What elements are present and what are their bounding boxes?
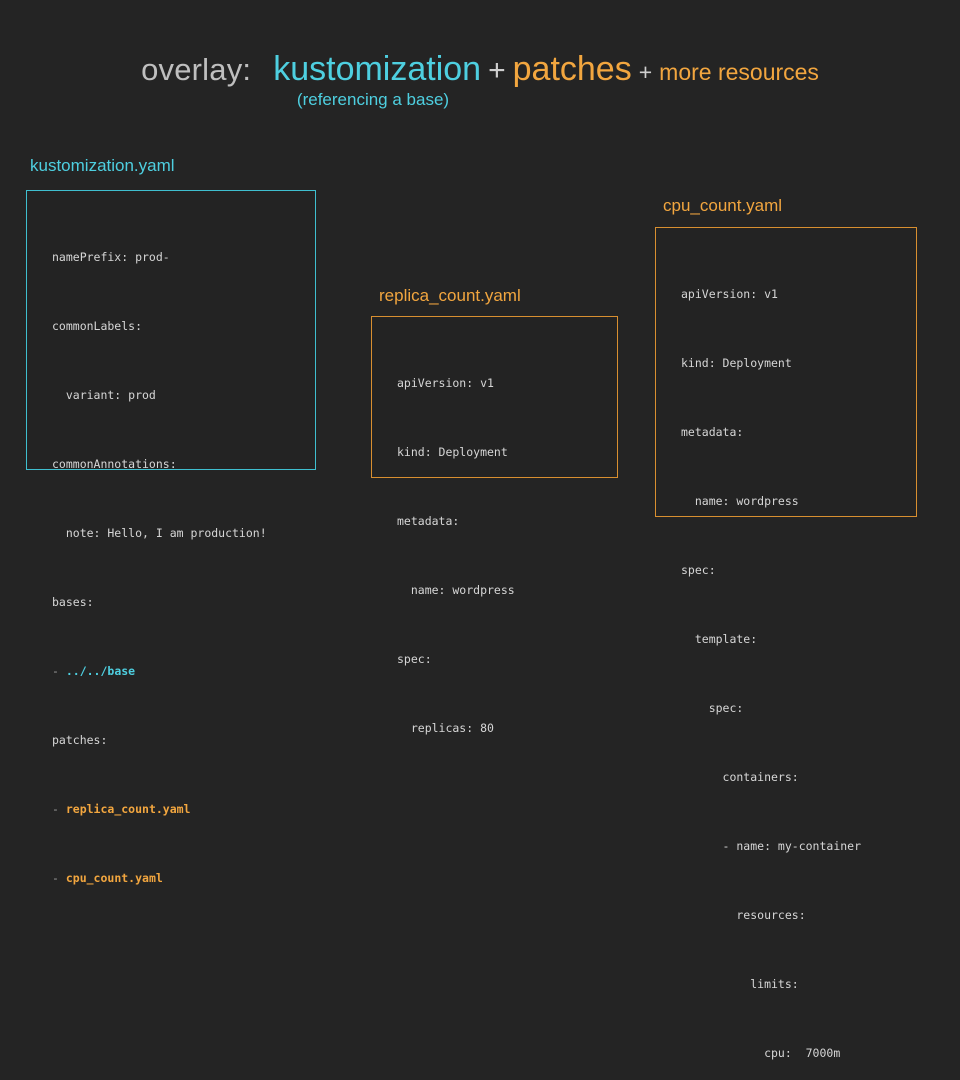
code-line: - cpu_count.yaml bbox=[52, 867, 315, 890]
code-text: variant: prod bbox=[52, 388, 156, 402]
code-body-cpu-count: apiVersion: v1 kind: Deployment metadata… bbox=[656, 228, 916, 1080]
code-text: metadata: bbox=[681, 425, 744, 439]
code-line: cpu: 7000m bbox=[681, 1042, 916, 1065]
code-line: kind: Deployment bbox=[397, 441, 617, 464]
code-box-kustomization: namePrefix: prod- commonLabels: variant:… bbox=[26, 190, 316, 885]
code-line: - ../../base bbox=[52, 660, 315, 683]
code-text: spec: bbox=[681, 701, 744, 715]
code-text: apiVersion: v1 bbox=[397, 376, 494, 390]
code-text: patches: bbox=[52, 733, 108, 747]
title-plus-first: + bbox=[488, 54, 506, 87]
title-term-kustomization: kustomization bbox=[273, 50, 482, 88]
code-text: replicas: 80 bbox=[397, 721, 494, 735]
code-line: apiVersion: v1 bbox=[681, 283, 916, 306]
code-list-dash: - bbox=[52, 802, 66, 816]
code-text: kind: Deployment bbox=[397, 445, 508, 459]
code-line: spec: bbox=[397, 648, 617, 671]
code-line: note: Hello, I am production! bbox=[52, 522, 315, 545]
code-text: metadata: bbox=[397, 514, 460, 528]
code-line: spec: bbox=[681, 559, 916, 582]
title-plus-second: + bbox=[638, 59, 653, 85]
code-line: metadata: bbox=[397, 510, 617, 533]
code-line: name: wordpress bbox=[397, 579, 617, 602]
code-line: resources: bbox=[681, 904, 916, 927]
slide-title: overlay:kustomization+patches+more resou… bbox=[0, 52, 960, 86]
code-text: bases: bbox=[52, 595, 94, 609]
code-text: apiVersion: v1 bbox=[681, 287, 778, 301]
card-label-cpu-count: cpu_count.yaml bbox=[663, 196, 783, 215]
code-line: variant: prod bbox=[52, 384, 315, 407]
code-box-replica-count: apiVersion: v1 kind: Deployment metadata… bbox=[371, 316, 618, 735]
code-text-highlight: ../../base bbox=[65, 664, 136, 678]
title-prefix: overlay: bbox=[141, 52, 252, 87]
title-term-patches: patches bbox=[512, 50, 632, 88]
code-text: kind: Deployment bbox=[681, 356, 792, 370]
code-line: - name: my-container bbox=[681, 835, 916, 858]
code-box-cpu-count: apiVersion: v1 kind: Deployment metadata… bbox=[655, 227, 917, 1060]
code-text: commonLabels: bbox=[52, 319, 143, 333]
code-list-dash: - bbox=[52, 664, 66, 678]
code-line: namePrefix: prod- bbox=[52, 246, 315, 269]
code-line: kind: Deployment bbox=[681, 352, 916, 375]
code-text: containers: bbox=[681, 770, 799, 784]
code-line: commonLabels: bbox=[52, 315, 315, 338]
code-line: template: bbox=[681, 628, 916, 651]
code-list-dash: - bbox=[52, 871, 66, 885]
slide-subtitle-text: (referencing a base) bbox=[296, 90, 450, 109]
title-term-more-resources: more resources bbox=[659, 59, 819, 85]
code-text: template: bbox=[681, 632, 758, 646]
code-line: containers: bbox=[681, 766, 916, 789]
card-label-replica-count: replica_count.yaml bbox=[379, 286, 521, 305]
code-text-highlight: replica_count.yaml bbox=[65, 802, 191, 816]
code-line: metadata: bbox=[681, 421, 916, 444]
code-line: limits: bbox=[681, 973, 916, 996]
code-text-highlight: cpu_count.yaml bbox=[65, 871, 163, 885]
code-line: apiVersion: v1 bbox=[397, 372, 617, 395]
code-text: spec: bbox=[397, 652, 432, 666]
slide-subtitle: (referencing a base) bbox=[0, 90, 960, 110]
code-text: - name: my-container bbox=[681, 839, 862, 853]
code-line: spec: bbox=[681, 697, 916, 720]
code-body-kustomization: namePrefix: prod- commonLabels: variant:… bbox=[27, 191, 315, 936]
code-text: namePrefix: prod- bbox=[52, 250, 170, 264]
card-label-kustomization: kustomization.yaml bbox=[30, 156, 175, 175]
code-line: commonAnnotations: bbox=[52, 453, 315, 476]
code-line: patches: bbox=[52, 729, 315, 752]
code-line: replicas: 80 bbox=[397, 717, 617, 740]
code-line: name: wordpress bbox=[681, 490, 916, 513]
code-text: spec: bbox=[681, 563, 716, 577]
code-text: note: Hello, I am production! bbox=[52, 526, 267, 540]
code-text: limits: bbox=[681, 977, 799, 991]
code-text: name: wordpress bbox=[681, 494, 799, 508]
code-text: commonAnnotations: bbox=[52, 457, 177, 471]
code-text: name: wordpress bbox=[397, 583, 515, 597]
code-body-replica-count: apiVersion: v1 kind: Deployment metadata… bbox=[372, 317, 617, 786]
code-line: bases: bbox=[52, 591, 315, 614]
code-line: - replica_count.yaml bbox=[52, 798, 315, 821]
code-text: resources: bbox=[681, 908, 806, 922]
code-text: cpu: 7000m bbox=[681, 1046, 841, 1060]
slide-canvas: overlay:kustomization+patches+more resou… bbox=[0, 52, 960, 1060]
